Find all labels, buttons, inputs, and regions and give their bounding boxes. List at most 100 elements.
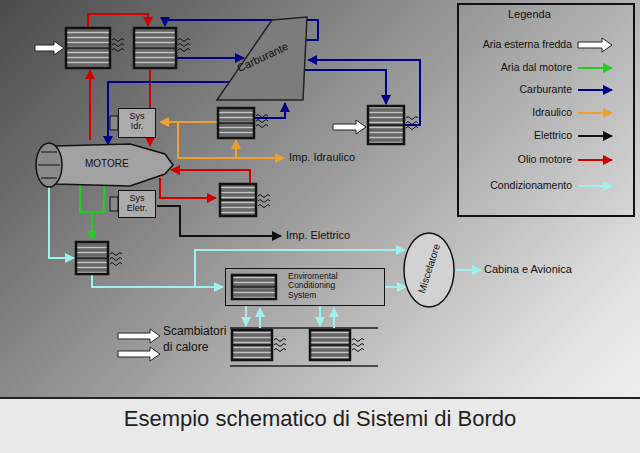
pipe-line [176,57,244,59]
cold-air-arrow [35,41,64,55]
pipe-line [259,308,261,328]
legend-sample [578,136,612,137]
legend-text: Idraulico [462,106,572,118]
diagram-title: Esempio schematico di Sistemi di Bordo [0,406,640,432]
pipe-line [88,14,148,28]
legend-sample [578,68,612,69]
flow-connector [385,286,406,288]
heat-exchanger [66,28,110,68]
legend-arrow [578,89,612,91]
drive-shaft [110,197,118,211]
intake-lines [38,152,60,178]
pipe-line [456,269,481,271]
heat-exchanger [134,28,176,68]
pipe-lines [49,14,481,328]
output-label: Imp. Idraulico [289,151,355,163]
node-label: MOTORE [85,158,129,169]
node-label: Enviromental Conditioning System [288,272,352,300]
hydraulic-system-box: Sys Idr. [118,108,156,138]
node-label: Sys Idr. [123,111,151,132]
pipe-line [305,70,386,104]
engine-intake [36,143,62,187]
pipe-line [80,185,92,240]
heat-exchanger [232,275,276,299]
heat-exchanger [76,242,108,274]
pipe-line [92,185,104,212]
legend-sample [578,113,612,114]
legend-text: Condizionamento [462,179,572,191]
legend-sample [578,38,612,52]
heat-exchanger [218,108,254,138]
heat-exchanger [76,242,108,274]
legend-sample [578,160,612,161]
engine-body [55,144,173,186]
output-label: Cabina e Avionica [484,263,572,275]
pipe-line [92,274,223,287]
heat-exchanger [220,199,256,201]
legend-text: Carburante [462,83,572,95]
duct-wall [230,328,378,366]
heat-exchanger [220,184,256,216]
legend-text: Olio motore [462,153,572,165]
heat-wave [256,115,268,128]
drive-shaft [110,116,118,130]
heat-wave [110,253,122,266]
heat-exchanger [134,47,176,49]
heat-exchanger [232,286,276,288]
heat-exchanger [134,28,176,68]
pipe-line [160,178,216,198]
heat-exchanger [310,330,350,360]
heat-wave [112,39,124,52]
cold-air-arrow [118,329,160,343]
heat-wave [406,117,418,130]
legend-arrow [578,185,612,187]
heat-exchanger [76,257,108,259]
legend-text: Aria esterna fredda [462,38,572,50]
heat-exchanger [368,124,404,126]
legend-arrow [578,112,612,114]
electric-system-box: Sys Eletr. [118,190,156,218]
heat-exchanger [232,330,272,360]
pipe-line [235,140,237,158]
fuel-tank: Carburante [215,15,310,103]
heat-exchanger [66,28,110,68]
legend-arrow [578,159,612,161]
cold-air-arrows [35,41,366,361]
legend-arrow [578,67,612,69]
heat-wave [258,195,270,208]
pipe-line [254,103,285,118]
pipe-line [89,70,91,140]
heat-wave [178,39,190,52]
legend-samples [578,38,612,186]
legend-frame [458,4,634,216]
legend-text: Aria dal motore [462,61,572,73]
heat-exchanger [218,122,254,124]
pipe-line [319,306,321,326]
heat-exchanger [220,184,256,216]
legend-text: Elettrico [462,129,572,141]
heat-exchanger [218,108,254,138]
pipe-line [160,121,218,123]
pipe-line [171,170,250,184]
heat-exchanger [368,106,404,144]
output-label: Imp. Elettrico [286,229,350,241]
legend-arrow [578,135,612,137]
pipe-line [245,306,247,326]
heat-exchanger [232,330,272,360]
pipe-line [333,308,335,328]
heat-exchanger [310,344,350,346]
flow-connector [108,82,229,145]
cold-air-arrow [118,347,160,361]
legend-arrow [578,38,612,52]
legend-heading: Legenda [508,8,551,20]
legend-sample [578,186,612,187]
legend-sample [578,90,612,91]
heat-exchanger [232,275,276,299]
heat-exchanger [66,47,110,49]
pipe-line [49,187,74,258]
title-rule [0,397,640,399]
heat-exchanger [368,106,404,144]
heat-wave [352,339,364,352]
